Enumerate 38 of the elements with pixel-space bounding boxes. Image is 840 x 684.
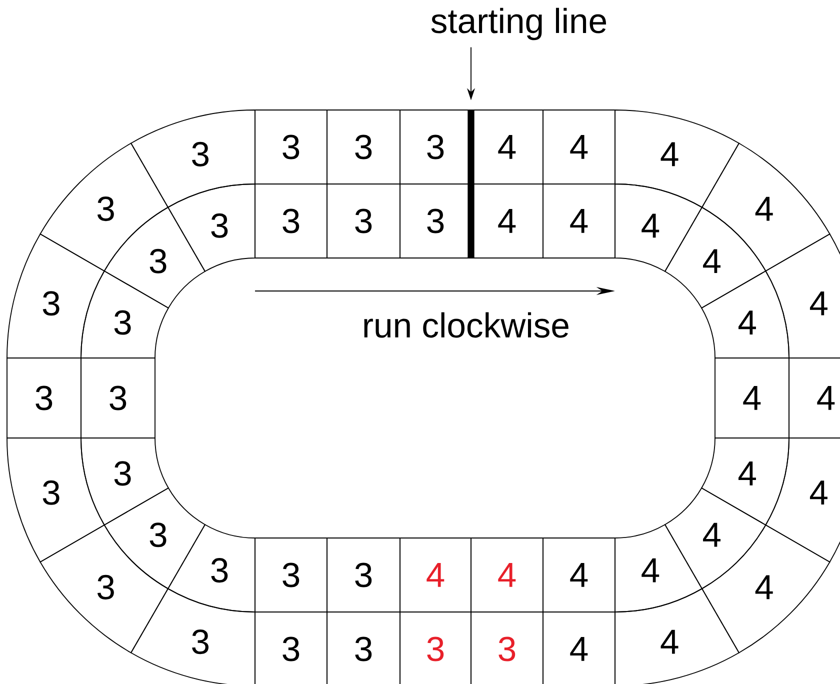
track-cell: 3 (6, 358, 82, 438)
track-cell: 3 (168, 524, 256, 612)
track-cell: 3 (254, 110, 328, 184)
track-cell: 4 (470, 184, 544, 258)
starting-line-label: starting line (431, 8, 606, 40)
track-cell: 4 (542, 110, 616, 184)
track-cell: 3 (254, 184, 328, 258)
track-cell: 3 (470, 612, 544, 684)
track-cell: 3 (400, 612, 472, 684)
track-cell: 3 (400, 110, 472, 184)
track-cell: 4 (614, 524, 702, 612)
track-cell: 4 (765, 234, 840, 358)
track-cell: 4 (470, 110, 544, 184)
track-cell: 4 (614, 588, 740, 684)
track-cell: 3 (254, 538, 328, 612)
track-cell: 4 (470, 538, 544, 612)
track-cell: 3 (130, 588, 256, 684)
track-cell: 3 (168, 184, 256, 272)
track-cell: 3 (400, 184, 472, 258)
track-cell: 4 (400, 538, 472, 612)
track-cell: 4 (614, 184, 702, 272)
track-cell: 3 (80, 358, 156, 438)
track-cell: 3 (326, 184, 400, 258)
track-cell: 3 (130, 110, 256, 208)
track-cell: 4 (542, 612, 616, 684)
track-cell: 3 (254, 612, 328, 684)
track-cell: 3 (6, 234, 105, 358)
track-cell: 4 (765, 438, 840, 562)
track-cell: 4 (542, 184, 616, 258)
track-cell: 3 (326, 110, 400, 184)
direction-label: run clockwise (364, 312, 568, 338)
track-cell: 4 (614, 110, 740, 208)
track-cell: 4 (542, 538, 616, 612)
track-cell: 3 (326, 612, 400, 684)
track-cell: 4 (788, 358, 840, 438)
track-cell: 4 (714, 358, 790, 438)
track-cell: 3 (6, 438, 105, 562)
track-cell: 3 (326, 538, 400, 612)
